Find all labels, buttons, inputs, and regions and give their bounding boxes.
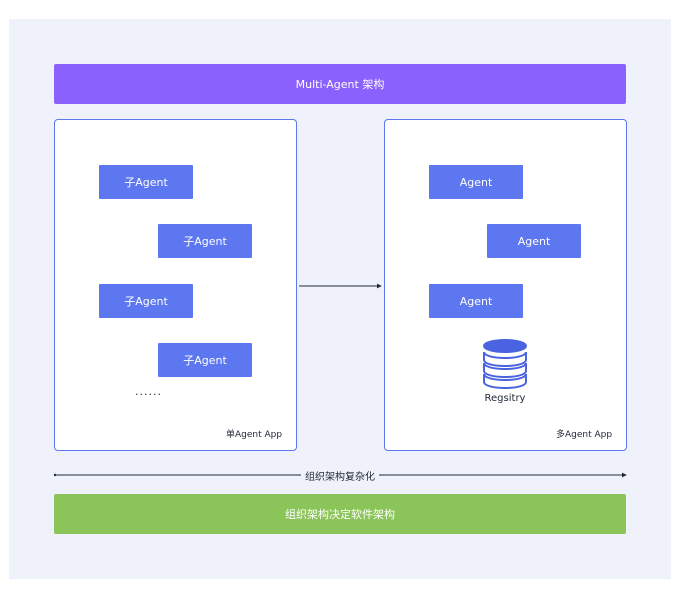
registry-label: Regsitry (484, 393, 526, 404)
sub-agent-box-1: 子Agent (99, 165, 193, 199)
agent-label: Agent (459, 175, 493, 189)
database-icon (483, 339, 527, 389)
multi-agent-app-label: 多Agent App (556, 430, 613, 440)
footer-banner: 组织架构决定软件架构 (54, 494, 626, 534)
sub-agent-label: 子Agent (124, 176, 168, 189)
title-banner: Multi-Agent 架构 (54, 64, 626, 104)
sub-agent-box-2: 子Agent (158, 224, 252, 258)
sub-agent-label: 子Agent (183, 354, 227, 367)
agent-box-1: Agent (429, 165, 523, 199)
agent-box-3: Agent (429, 284, 523, 318)
agent-label: Agent (459, 294, 493, 308)
complexity-axis-label: 组织架构复杂化 (301, 468, 379, 483)
sub-agent-box-4: 子Agent (158, 343, 252, 377)
sub-agent-box-3: 子Agent (99, 284, 193, 318)
sub-agent-label: 子Agent (124, 295, 168, 308)
footer-text: 组织架构决定软件架构 (285, 508, 395, 521)
single-agent-app-label: 单Agent App (226, 430, 283, 440)
ellipsis: ······ (135, 388, 162, 401)
agent-box-2: Agent (487, 224, 581, 258)
agent-label: Agent (517, 234, 551, 248)
title-text: Multi-Agent 架构 (295, 78, 385, 91)
sub-agent-label: 子Agent (183, 235, 227, 248)
